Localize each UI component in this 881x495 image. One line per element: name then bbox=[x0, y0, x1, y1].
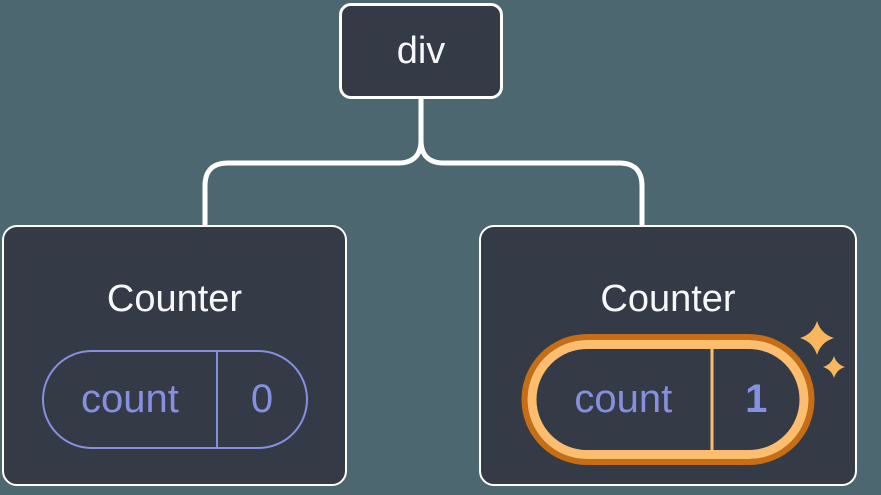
state-pill-left: count 0 bbox=[41, 350, 308, 449]
state-value: 1 bbox=[745, 377, 768, 421]
root-node-label: div bbox=[396, 29, 446, 72]
counter-card-right: Counter count 1 bbox=[479, 225, 857, 486]
state-key-label: count bbox=[44, 352, 219, 447]
connector-right-branch bbox=[418, 96, 645, 229]
root-node-div: div bbox=[339, 3, 503, 99]
counter-card-left-title: Counter bbox=[106, 278, 243, 320]
counter-card-right-title: Counter bbox=[600, 278, 736, 320]
connector-left-branch bbox=[202, 96, 424, 229]
state-pill-right-highlighted: count 1 bbox=[527, 340, 809, 459]
state-value: 0 bbox=[250, 377, 274, 421]
counter-card-left: Counter count 0 bbox=[2, 225, 347, 486]
state-key-label: count bbox=[537, 349, 714, 450]
